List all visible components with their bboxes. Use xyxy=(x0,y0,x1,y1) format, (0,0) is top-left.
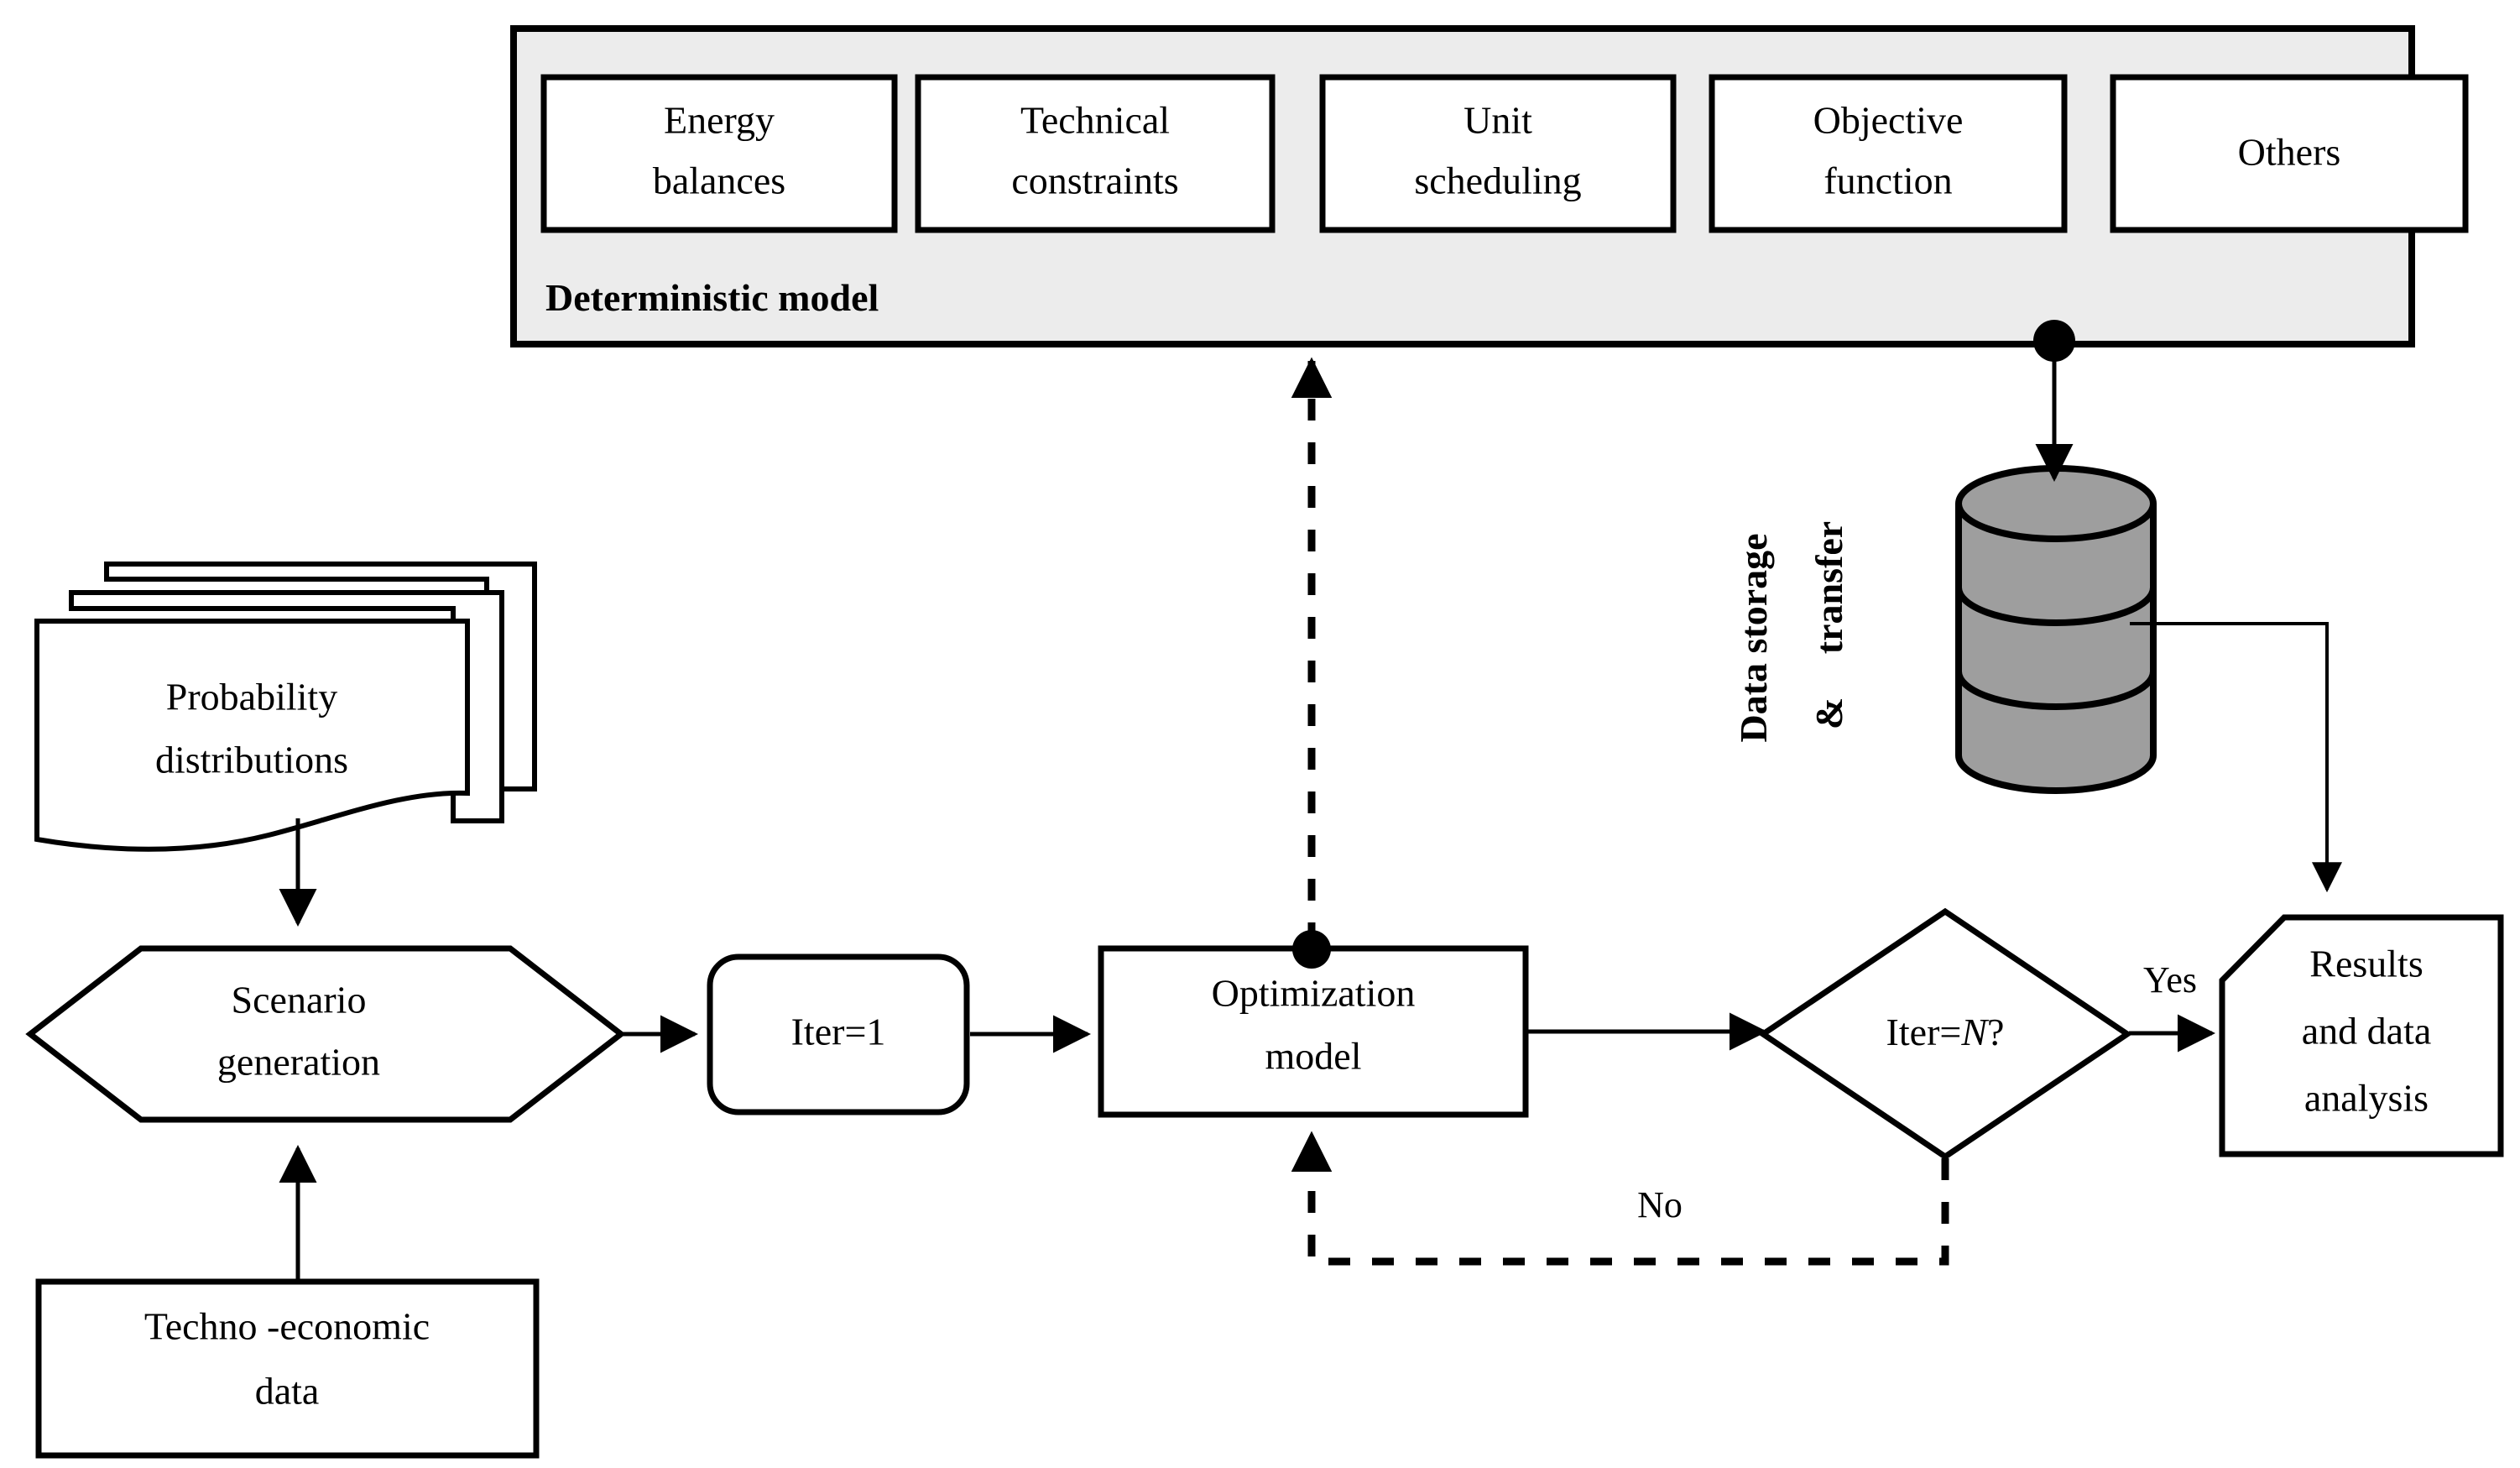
panel-block-energy-balances[interactable]: Energy balances xyxy=(540,74,898,233)
node-label-line1: Optimization xyxy=(1212,972,1416,1015)
block-box xyxy=(540,74,898,233)
edge-label-no: No xyxy=(1637,1184,1683,1225)
panel-block-others[interactable]: Others xyxy=(2110,74,2469,233)
scenario-generation-node[interactable]: Scenario generation xyxy=(25,945,626,1123)
block-label-line2: function xyxy=(1823,159,1952,202)
node-label-line2: and data xyxy=(2302,1010,2432,1053)
cylinder-band-1 xyxy=(1955,587,2157,626)
node-label-line2: data xyxy=(255,1370,320,1413)
node-label-line2: model xyxy=(1265,1035,1362,1078)
decision-variable: N xyxy=(1960,1011,1989,1053)
panel-block-technical-constraints[interactable]: Technical constraints xyxy=(915,74,1276,233)
edge-label-yes: Yes xyxy=(2143,959,2197,1000)
block-label-line2: scheduling xyxy=(1414,159,1581,202)
block-label-line2: constraints xyxy=(1011,159,1178,202)
data-storage-label: Data storage & transfer xyxy=(1732,521,1850,743)
panel-block-unit-scheduling[interactable]: Unit scheduling xyxy=(1319,74,1677,233)
cylinder-body xyxy=(1955,465,2157,794)
decision-label: Iter=N? xyxy=(1886,1011,2005,1053)
hexagon-shape xyxy=(25,945,626,1123)
node-box xyxy=(35,1278,540,1459)
data-storage-cylinder[interactable] xyxy=(1955,465,2157,794)
block-label-line1: Objective xyxy=(1813,99,1964,142)
results-box-shape xyxy=(2219,914,2504,1157)
decision-suffix: ? xyxy=(1987,1011,2004,1053)
decision-node[interactable]: Iter=N? xyxy=(1757,907,2133,1161)
block-label-line2: balances xyxy=(653,159,785,202)
techno-economic-data-node[interactable]: Techno -economic data xyxy=(35,1278,540,1459)
cylinder-band-2 xyxy=(1955,671,2157,710)
diamond-shape xyxy=(1757,907,2133,1161)
junction-dot-optimization-top xyxy=(1292,930,1331,969)
edge-datastorage-to-results xyxy=(2130,622,2342,893)
node-label-line2: distributions xyxy=(155,739,348,781)
cylinder-top-ellipse xyxy=(1955,503,2157,542)
block-label-line1: Unit xyxy=(1463,99,1532,142)
optimization-model-node[interactable]: Optimization model xyxy=(1098,945,1529,1118)
doc-sheet-front xyxy=(34,619,470,852)
node-label-line2: generation xyxy=(217,1041,380,1084)
node-label-line1: Scenario xyxy=(232,979,367,1021)
node-label-line1: Techno -economic xyxy=(144,1305,430,1348)
block-label-line1: Technical xyxy=(1020,99,1170,142)
iter-init-node[interactable]: Iter=1 xyxy=(707,953,970,1115)
node-label-line3: analysis xyxy=(2304,1077,2429,1120)
node-label-line1: Results xyxy=(2309,943,2423,985)
block-box xyxy=(1319,74,1677,233)
block-label-line1: Others xyxy=(2238,131,2341,174)
panel-title: Deterministic model xyxy=(545,276,879,319)
block-box xyxy=(915,74,1276,233)
edge-decision-no-dashed xyxy=(1291,1131,1949,1266)
deterministic-model-panel: Energy balances Technical constraints Un… xyxy=(510,25,2469,347)
decision-prefix: Iter= xyxy=(1886,1011,1962,1053)
block-box xyxy=(1709,74,2068,233)
block-box xyxy=(2110,74,2469,233)
data-storage-label-amp: & xyxy=(1808,697,1850,729)
data-storage-label-line3: transfer xyxy=(1808,521,1850,654)
doc-sheet-middle xyxy=(69,590,504,823)
node-label: Iter=1 xyxy=(791,1011,886,1053)
results-node[interactable]: Results and data analysis xyxy=(2219,914,2504,1157)
block-label-line1: Energy xyxy=(664,99,775,142)
probability-distributions-node[interactable]: Probability distributions xyxy=(34,562,537,852)
panel-block-objective-function[interactable]: Objective function xyxy=(1709,74,2068,233)
node-label-line1: Probability xyxy=(166,676,337,718)
node-rounded-box xyxy=(707,953,970,1115)
data-storage-label-line1: Data storage xyxy=(1732,533,1775,742)
